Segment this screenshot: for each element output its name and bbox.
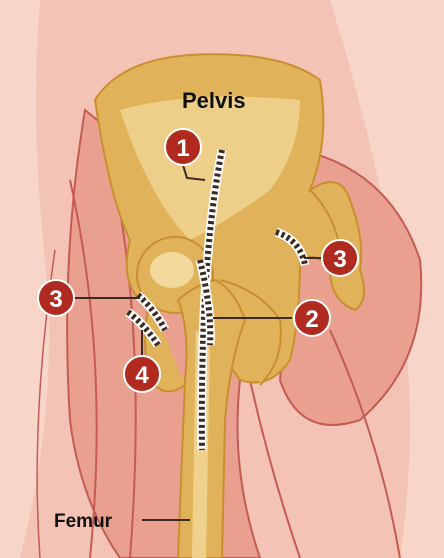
marker-3-right-label: 3 bbox=[333, 246, 346, 273]
marker-3-left-label: 3 bbox=[49, 286, 62, 313]
marker-4-label: 4 bbox=[135, 362, 149, 389]
femur-label: Femur bbox=[54, 511, 113, 532]
marker-1: 1 bbox=[165, 129, 201, 165]
marker-3-right: 3 bbox=[322, 240, 358, 276]
marker-1-label: 1 bbox=[176, 135, 189, 162]
marker-3-left: 3 bbox=[38, 280, 74, 316]
marker-2: 2 bbox=[294, 300, 330, 336]
marker-4: 4 bbox=[124, 356, 160, 392]
pelvis-label: Pelvis bbox=[182, 88, 246, 113]
marker-2-label: 2 bbox=[305, 306, 318, 333]
femur-head-highlight bbox=[150, 252, 194, 288]
